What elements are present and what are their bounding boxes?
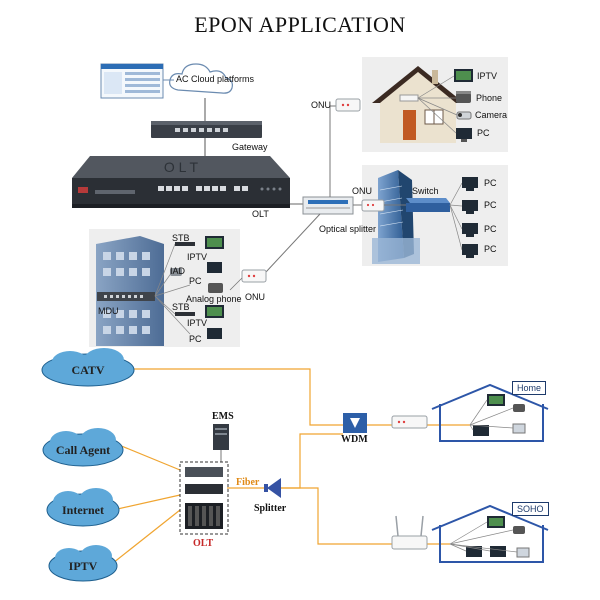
wdm-icon bbox=[343, 413, 367, 433]
splitter-bottom-icon bbox=[264, 478, 281, 498]
mdu-stb-iptv-icon bbox=[175, 236, 224, 249]
cloud-monitor-icon bbox=[100, 63, 164, 99]
catv-cloud-icon bbox=[41, 348, 135, 387]
page-title: EPON APPLICATION bbox=[194, 12, 406, 37]
gateway-icon bbox=[151, 121, 262, 138]
mdu-label: MDU bbox=[98, 306, 119, 316]
olt-chassis-icon bbox=[72, 156, 290, 208]
mdu-phone-icon bbox=[208, 283, 223, 293]
catv-label: CATV bbox=[71, 363, 105, 377]
mdu-pc-icon bbox=[207, 262, 222, 273]
switch-pc-label-4: PC bbox=[484, 244, 497, 254]
house-pc-label: PC bbox=[477, 128, 490, 138]
fiber-lines bbox=[112, 368, 470, 564]
onu-building-label: ONU bbox=[352, 186, 372, 196]
iptv-cloud-icon bbox=[48, 545, 118, 582]
iptv-cloud-label: IPTV bbox=[68, 559, 98, 573]
switch-pc-label-1: PC bbox=[484, 178, 497, 188]
onu-building-icon bbox=[361, 199, 385, 212]
house-camera-icon bbox=[456, 111, 472, 120]
switch-icon bbox=[406, 198, 450, 212]
mdu-analog-label: Analog phone bbox=[186, 294, 242, 304]
mdu-iad-icon bbox=[170, 268, 182, 276]
mdu-pc2-label: PC bbox=[189, 334, 202, 344]
fiber-label: Fiber bbox=[236, 477, 260, 488]
office-tower-icon bbox=[372, 170, 420, 264]
soho-house-icon bbox=[431, 504, 549, 563]
mdu-iptv2-label: IPTV bbox=[187, 318, 208, 328]
call-agent-label: Call Agent bbox=[55, 443, 111, 457]
call-agent-cloud-icon bbox=[42, 428, 124, 467]
mdu-stb1-label: STB bbox=[172, 233, 190, 243]
onu-house-label: ONU bbox=[311, 100, 331, 110]
wdm-label: WDM bbox=[341, 434, 368, 445]
ac-cloud-icon bbox=[169, 63, 233, 94]
switch-pc-icons bbox=[462, 177, 478, 258]
internet-cloud-icon bbox=[46, 488, 120, 527]
house-pc-icon bbox=[456, 128, 472, 142]
soho-device-icons bbox=[466, 516, 530, 558]
switch-label: Switch bbox=[412, 186, 439, 196]
home-device-icons bbox=[473, 394, 526, 436]
onu-soho-icon bbox=[391, 515, 428, 550]
olt-device-text: O L T bbox=[164, 159, 199, 175]
mdu-stb2-iptv2-icon bbox=[175, 305, 224, 318]
ems-server-icon bbox=[213, 424, 229, 450]
ems-label: EMS bbox=[212, 411, 234, 422]
onu-mdu-label: ONU bbox=[245, 292, 265, 302]
onu-home-icon bbox=[391, 415, 428, 429]
soho-tag: SOHO bbox=[512, 502, 549, 516]
mdu-stb2-label: STB bbox=[172, 302, 190, 312]
internet-label: Internet bbox=[62, 503, 104, 517]
house-icon bbox=[372, 66, 464, 143]
switch-pc-label-3: PC bbox=[484, 224, 497, 234]
cloud-label: AC Cloud platforms bbox=[176, 74, 255, 84]
house-iptv-label: IPTV bbox=[477, 71, 498, 81]
mdu-pc2-icon bbox=[207, 328, 222, 339]
house-phone-label: Phone bbox=[476, 93, 503, 103]
mdu-pc1-label: PC bbox=[189, 276, 202, 286]
mdu-iad-label: IAD bbox=[170, 266, 186, 276]
olt-rack-icons bbox=[185, 467, 223, 529]
house-iptv-icon bbox=[454, 69, 473, 82]
mdu-iptv1-label: IPTV bbox=[187, 252, 208, 262]
mdu-device-icon bbox=[97, 292, 155, 301]
mdu-building-icon bbox=[96, 236, 164, 346]
house-camera-label: Camera bbox=[475, 110, 508, 120]
home-tag: Home bbox=[512, 381, 547, 395]
optical-splitter-icon bbox=[302, 196, 354, 215]
splitter-label: Splitter bbox=[254, 503, 287, 514]
optical-splitter-label: Optical splitter bbox=[319, 224, 377, 234]
home-house-icon bbox=[431, 383, 549, 442]
onu-house-icon bbox=[335, 98, 361, 112]
house-phone-icon bbox=[456, 91, 471, 103]
onu-mdu-icon bbox=[241, 269, 267, 283]
switch-pc-label-2: PC bbox=[484, 200, 497, 210]
gateway-label: Gateway bbox=[232, 142, 268, 152]
olt-bottom-label: OLT bbox=[193, 538, 214, 549]
olt-label: OLT bbox=[252, 209, 269, 219]
